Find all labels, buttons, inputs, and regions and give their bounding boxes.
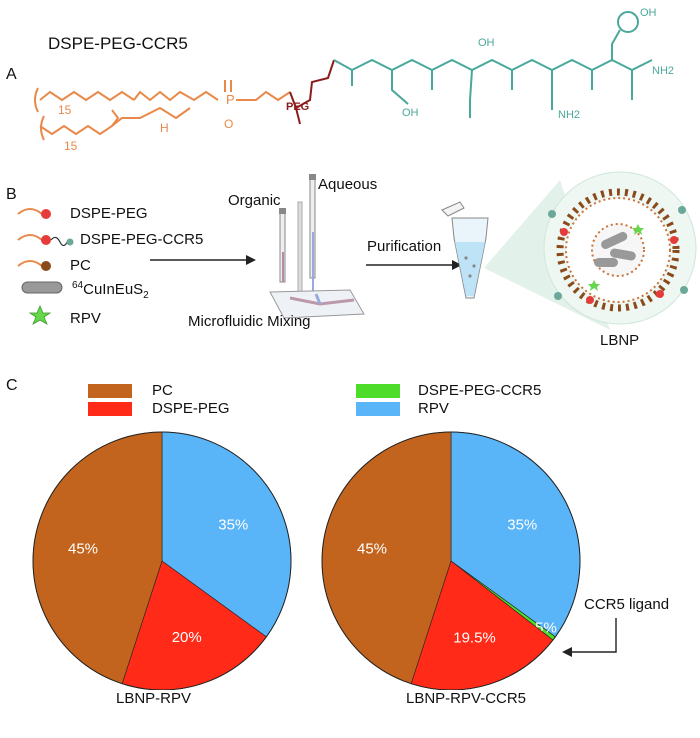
lipid-tails: [34, 87, 219, 141]
arrow-purification: [366, 260, 462, 270]
ccr5-annotation-arrow: [562, 618, 617, 657]
star-icon: [28, 304, 52, 325]
peptide-chain: [333, 11, 653, 118]
legend-swatch-pc: [88, 384, 132, 398]
panel-c-letter: C: [6, 377, 18, 394]
legend-nanorod: 64CuInEuS2: [72, 280, 149, 301]
dspe-peg-ccr5-structure: 15 15 H P O PEG OH NH2 NH2 OH OH: [34, 7, 674, 153]
label-nh2-right: NH2: [652, 65, 674, 77]
pie-1-label-dspe-peg: 20%: [172, 629, 202, 646]
panel-b-legend-icons: [17, 208, 74, 325]
label-oh-lower-1: OH: [402, 107, 419, 119]
lbnp-label: LBNP: [600, 332, 640, 349]
red-bead-ligand-lipid-icon: [41, 235, 51, 245]
legend-dspe-peg: DSPE-PEG: [70, 205, 148, 222]
label-h: H: [160, 121, 169, 135]
label-oh-top: OH: [640, 7, 657, 19]
peg-linker: [289, 59, 335, 125]
brown-bead-lipid-icon: [41, 261, 51, 271]
red-bead-lipid-icon: [41, 209, 51, 219]
microfluidic-device: [269, 174, 365, 319]
aqueous-label: Aqueous: [318, 176, 378, 193]
pie-2-label-pc: 45%: [357, 540, 387, 557]
panel-a-letter: A: [6, 66, 17, 83]
pie-2-label-rpv: 35%: [507, 517, 537, 534]
lbnp-zoom: [484, 171, 697, 330]
legend-c-pc: PC: [152, 382, 173, 399]
organic-label: Organic: [228, 192, 281, 209]
pie-charts: 35%20%45%35%0.5%19.5%45%: [32, 431, 581, 690]
subscript-15-top: 15: [58, 103, 72, 117]
label-p: P: [226, 92, 235, 107]
purification-label: Purification: [367, 238, 442, 255]
pie-2-outline: [321, 431, 581, 690]
legend-pc: PC: [70, 257, 91, 274]
arrow-to-mixing: [150, 255, 256, 265]
legend-swatch-dspe-peg: [88, 402, 132, 416]
label-o-minus: O: [224, 117, 233, 131]
pie-1-label-pc: 45%: [68, 540, 98, 557]
pie-1-title: LBNP-RPV: [116, 690, 192, 707]
legend-c-rpv: RPV: [418, 400, 449, 417]
nanorod-icon: [21, 281, 63, 294]
label-peg: PEG: [286, 101, 309, 113]
legend-dspe-peg-ccr5: DSPE-PEG-CCR5: [80, 231, 204, 248]
ccr5-ligand-annotation: CCR5 ligand: [584, 596, 670, 613]
molecule-title: DSPE-PEG-CCR5: [48, 34, 188, 53]
pie-1-label-rpv: 35%: [218, 517, 248, 534]
panel-b-letter: B: [6, 186, 17, 203]
pie-1-outline: [32, 431, 292, 690]
label-oh-lower-2: OH: [478, 37, 495, 49]
legend-rpv: RPV: [70, 310, 101, 327]
legend-c-dspe-peg-ccr5: DSPE-PEG-CCR5: [418, 382, 542, 399]
legend-swatch-dspe-peg-ccr5: [356, 384, 400, 398]
mixing-label: Microfluidic Mixing: [188, 313, 311, 330]
legend-c-dspe-peg: DSPE-PEG: [152, 400, 230, 417]
legend-swatch-rpv: [356, 402, 400, 416]
lbnp-particle: [548, 188, 688, 312]
subscript-15-bottom: 15: [64, 139, 78, 153]
pie-2-title: LBNP-RPV-CCR5: [406, 690, 527, 707]
centrifuge-tube: [441, 201, 489, 299]
label-nh2-lower: NH2: [558, 109, 580, 121]
pie-2-label-dspe-peg: 19.5%: [453, 629, 496, 646]
